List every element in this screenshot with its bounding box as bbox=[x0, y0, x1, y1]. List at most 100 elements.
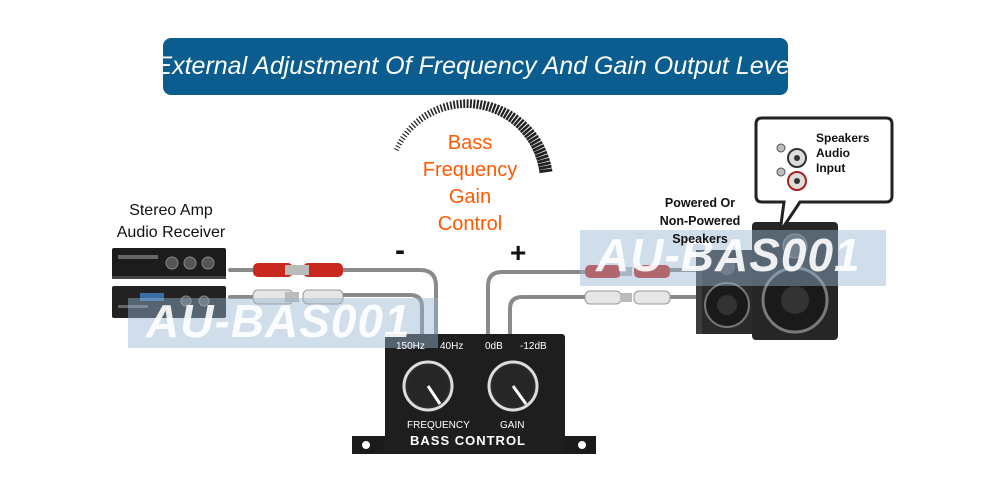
dial-tick bbox=[491, 103, 497, 114]
dial-tick bbox=[534, 150, 548, 158]
rca-plug-white-right-1 bbox=[584, 290, 632, 305]
dial-arc bbox=[393, 99, 553, 174]
rca-plug-white-left-2 bbox=[302, 289, 344, 305]
dial-tick bbox=[539, 168, 553, 174]
frequency-knob-label: FREQUENCY bbox=[407, 420, 470, 431]
dial-tick bbox=[400, 136, 406, 141]
frequency-knob[interactable] bbox=[402, 360, 454, 412]
speakers-label-line: Speakers bbox=[672, 232, 728, 246]
dial-tick bbox=[497, 105, 504, 116]
dial-tick bbox=[494, 104, 501, 115]
dial-tick bbox=[459, 99, 463, 109]
dial-tick bbox=[521, 126, 533, 136]
dial-tick bbox=[488, 102, 494, 113]
dial-label: Bass Frequency Gain Control bbox=[400, 130, 540, 238]
cables bbox=[228, 268, 702, 352]
dial-tick bbox=[530, 141, 543, 149]
speech-bubble bbox=[754, 116, 894, 233]
speakers-label-line: Powered Or bbox=[664, 196, 736, 210]
dial-tick bbox=[415, 118, 421, 125]
dial-tick bbox=[421, 113, 427, 121]
dial-tick bbox=[413, 120, 419, 127]
dial-tick bbox=[519, 123, 530, 134]
bubble-label: Speakers Audio Input bbox=[816, 131, 869, 176]
gain-knob-label: GAIN bbox=[500, 420, 525, 431]
dial-tick bbox=[525, 131, 537, 141]
dial-tick bbox=[402, 133, 408, 138]
rca-plug-white-left-1 bbox=[252, 289, 299, 305]
watermark-left-text: AU-BAS001 bbox=[146, 295, 411, 347]
dial-tick bbox=[398, 138, 404, 143]
dial-tick bbox=[393, 148, 400, 152]
banner-title: External Adjustment Of Frequency And Gai… bbox=[155, 52, 796, 80]
dial-tick bbox=[442, 103, 447, 112]
dial-label-line: Frequency bbox=[422, 159, 518, 181]
watermark-right: AU-BAS001 bbox=[580, 229, 886, 286]
dial-tick bbox=[429, 108, 435, 116]
gain-knob[interactable] bbox=[487, 360, 539, 412]
bass-control-box bbox=[352, 334, 596, 454]
dial-tick bbox=[510, 114, 519, 125]
dial-tick bbox=[479, 100, 483, 110]
dial-tick bbox=[395, 144, 401, 149]
rca-plug-red-right-2 bbox=[634, 265, 670, 278]
dial-tick bbox=[423, 111, 429, 119]
dial-tick bbox=[410, 122, 417, 129]
cable-in-right bbox=[333, 293, 424, 352]
dial-tick bbox=[469, 99, 473, 109]
dial-tick bbox=[507, 112, 516, 123]
watermark-right-text: AU-BAS001 bbox=[596, 229, 861, 281]
cable-in-left bbox=[333, 268, 438, 352]
dial-tick bbox=[527, 134, 540, 144]
dial-tick bbox=[502, 108, 510, 119]
bass-control-title: BASS CONTROL bbox=[410, 433, 526, 448]
dial-tick bbox=[445, 102, 450, 111]
dial-tick bbox=[533, 147, 547, 155]
dial-tick bbox=[426, 110, 432, 118]
dial-minus: - bbox=[395, 234, 405, 267]
rca-plug-red-right-1 bbox=[585, 265, 632, 278]
receiver-label-line: Audio Receiver bbox=[116, 224, 226, 241]
dial-tick bbox=[436, 105, 441, 114]
dial-label-line: Control bbox=[437, 213, 503, 235]
dial-tick bbox=[505, 110, 513, 121]
speaker-small bbox=[696, 250, 758, 334]
receiver-label: Stereo Amp Audio Receiver bbox=[96, 200, 246, 244]
audio-receiver-device bbox=[112, 286, 226, 318]
title-banner: External Adjustment Of Frequency And Gai… bbox=[155, 38, 796, 95]
cable-out-right bbox=[508, 295, 587, 352]
stereo-amp-device bbox=[112, 248, 226, 279]
rca-plug-white-right-2 bbox=[633, 290, 671, 305]
dial-tick bbox=[538, 164, 552, 171]
dial-tick bbox=[524, 129, 535, 139]
dial-tick bbox=[475, 99, 480, 109]
speaker-large bbox=[752, 222, 838, 340]
bubble-label-line: Audio bbox=[816, 146, 850, 160]
receiver-label-line: Stereo Amp bbox=[129, 202, 213, 219]
dial-tick bbox=[485, 101, 490, 112]
dial-tick bbox=[406, 127, 412, 133]
dial-tick bbox=[532, 144, 545, 152]
cable-out-left bbox=[486, 270, 587, 352]
dial-tick bbox=[537, 161, 551, 167]
bubble-label-line: Speakers bbox=[816, 131, 870, 145]
watermark-left: AU-BAS001 bbox=[128, 295, 438, 348]
dial-tick bbox=[449, 101, 453, 110]
freq-label-150hz: 150Hz bbox=[396, 341, 425, 352]
dial-tick bbox=[456, 100, 459, 109]
gain-label-minus12db: -12dB bbox=[520, 341, 547, 352]
freq-label-40hz: 40Hz bbox=[440, 341, 464, 352]
speakers-label: Powered Or Non-Powered Speakers bbox=[640, 194, 760, 248]
dial-tick bbox=[482, 100, 487, 111]
dial-tick bbox=[472, 99, 476, 109]
dial-tick bbox=[537, 157, 550, 164]
dial-tick bbox=[512, 116, 522, 127]
rca-plug-red-left-2 bbox=[299, 263, 343, 277]
dial-label-line: Gain bbox=[448, 186, 492, 208]
dial-tick bbox=[452, 100, 456, 109]
dial-plus: + bbox=[510, 237, 527, 268]
gain-label-0db: 0dB bbox=[485, 341, 503, 352]
dial-tick bbox=[439, 104, 444, 113]
dial-tick bbox=[515, 118, 525, 129]
